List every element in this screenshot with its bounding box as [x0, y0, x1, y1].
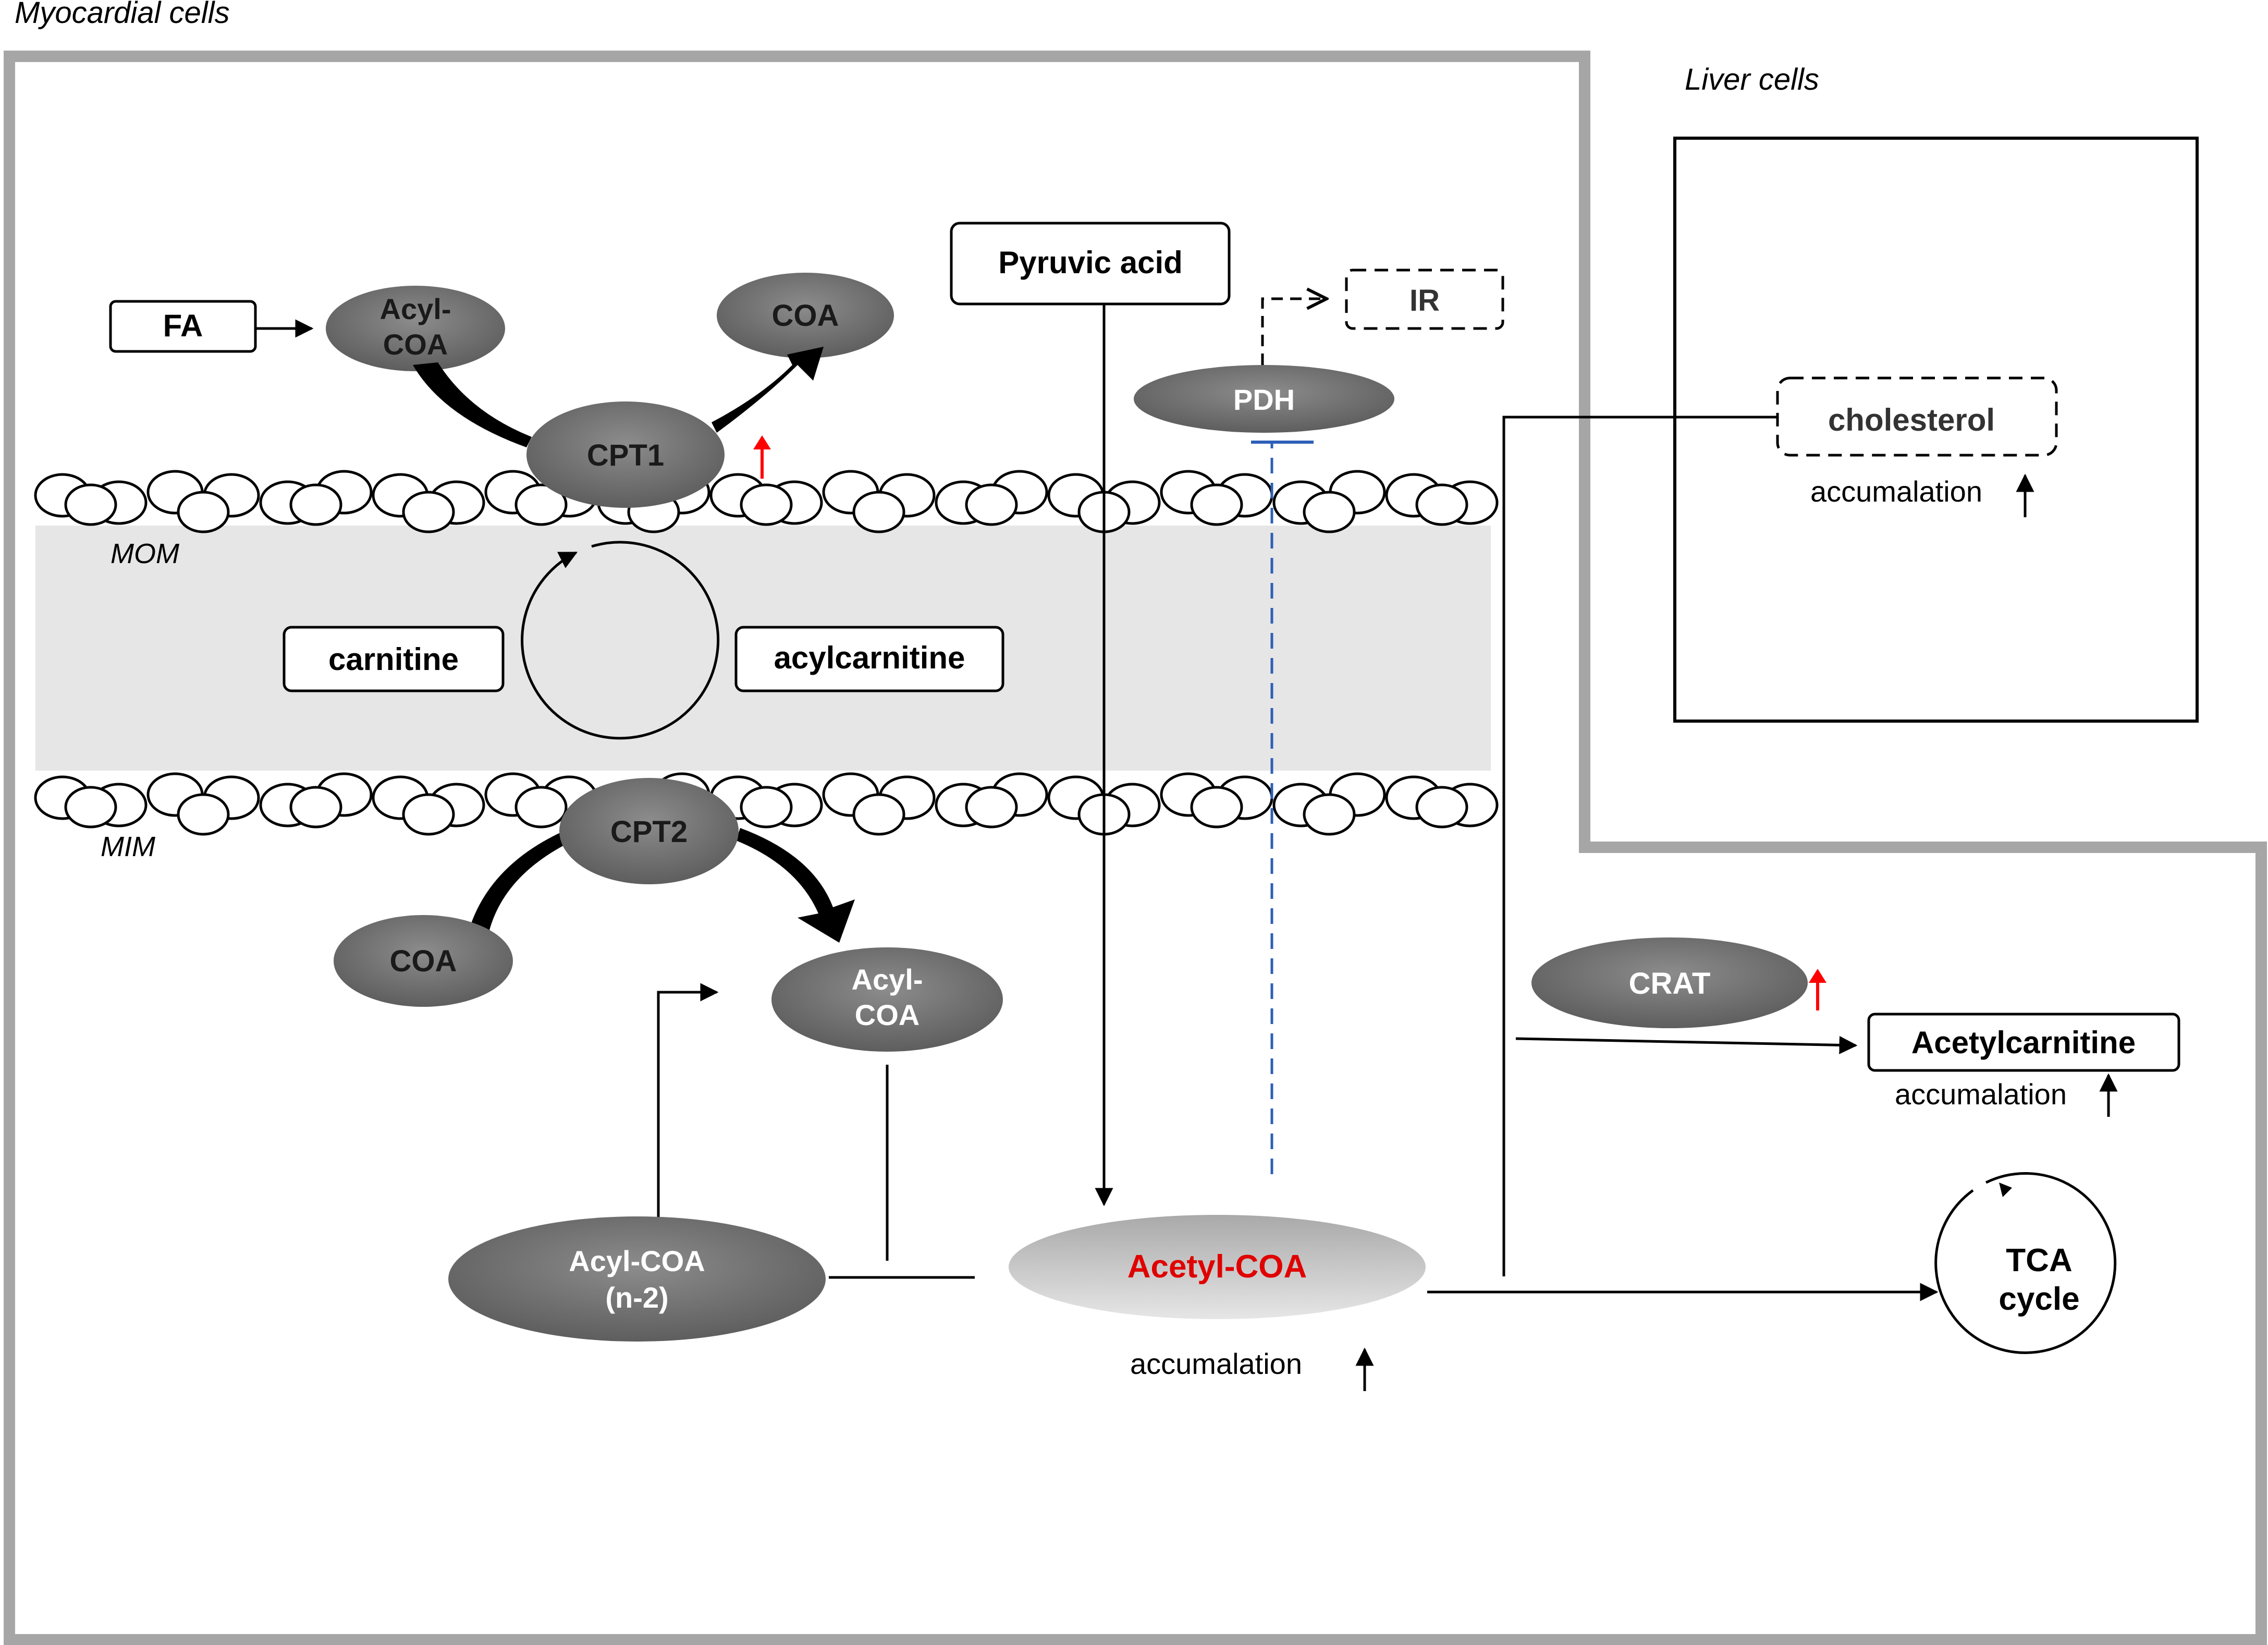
cholesterol-box — [1776, 376, 2058, 457]
cpt2-to-acylcoa-flux — [736, 828, 855, 943]
myocardial-cells-label: Myocardial cells — [15, 0, 230, 30]
coa-top-label: COA — [772, 299, 839, 333]
inner-membrane-lipid — [965, 786, 1018, 828]
acyl-coa-mid-label-2: COA — [855, 998, 920, 1031]
outer-membrane-lipid — [1415, 483, 1468, 526]
acylcarnitine-box — [734, 626, 1004, 692]
acyl-coa-n2-label-1: Acyl-COA — [569, 1245, 705, 1277]
inner-membrane-lipid — [1415, 786, 1468, 828]
inner-membrane-lipid — [740, 786, 793, 828]
acetyl-coa-node — [1009, 1215, 1426, 1319]
pyruvic-acid-box — [950, 222, 1231, 306]
outer-membrane-lipid — [177, 491, 230, 533]
coa-bottom-label: COA — [390, 944, 457, 978]
carnitine-box — [283, 626, 505, 692]
tca-label-1: TCA — [2006, 1242, 2072, 1278]
pdh-node — [1134, 365, 1394, 433]
cpt1-node — [526, 401, 725, 508]
outer-membrane-lipid — [64, 483, 117, 526]
inner-membrane-lipid — [1190, 786, 1243, 828]
cholesterol-label: cholesterol — [1828, 403, 1995, 437]
crat-label: CRAT — [1629, 967, 1711, 1001]
outer-membrane-lipid — [852, 491, 905, 533]
pdh-label: PDH — [1233, 383, 1295, 416]
acetylcarnitine-note: accumalation — [1895, 1078, 2067, 1111]
inner-membrane-lipid — [402, 793, 455, 836]
acetylcarnitine-box — [1867, 1013, 2180, 1072]
acetylcoa-to-cholesterol-line — [1502, 416, 1777, 1276]
inner-membrane — [34, 772, 1499, 836]
cpt1-upregulated-arrow — [753, 435, 771, 479]
acetyl-coa-note: accumalation — [1130, 1347, 1302, 1380]
acyl-coa-top-label-2: COA — [383, 328, 448, 361]
cpt1-to-coa-flux — [712, 347, 824, 433]
inner-membrane-lipid — [514, 786, 568, 828]
acetylcoa-to-acetylcarnitine-arrow — [1515, 1035, 1858, 1054]
acyl-coa-n2-node — [448, 1216, 826, 1342]
acyl-coa-top-label-1: Acyl- — [380, 293, 451, 325]
inner-membrane-lipid — [1303, 793, 1356, 836]
carnitine-cycle-arrow — [521, 541, 720, 740]
acyl-coa-n2-to-acyl-coa-arrow — [657, 983, 719, 1228]
acetylcarnitine-label: Acetylcarnitine — [1911, 1025, 2136, 1060]
inner-membrane-lipid — [289, 786, 342, 828]
outer-membrane-lipid — [514, 483, 568, 526]
outer-membrane-lipid — [1303, 491, 1356, 533]
cpt2-node — [559, 778, 739, 884]
mim-label: MIM — [101, 831, 155, 862]
crat-upregulated-arrow — [1809, 969, 1826, 1010]
pdh-to-ir-dashed-arrow — [1261, 299, 1327, 365]
acyl-coa-top-node — [326, 286, 505, 371]
ir-box — [1345, 269, 1504, 330]
coa-top-node — [717, 273, 894, 358]
liver-cells-label: Liver cells — [1685, 63, 1819, 96]
outer-membrane-lipid — [402, 491, 455, 533]
inner-membrane-lipid — [177, 793, 230, 836]
crat-node — [1531, 937, 1808, 1028]
cpt1-label: CPT1 — [587, 438, 664, 472]
outer-membrane-lipid — [1190, 483, 1243, 526]
inner-membrane-lipid — [852, 793, 905, 836]
acetyl-coa-label: Acetyl-COA — [1127, 1249, 1307, 1285]
ir-label: IR — [1409, 284, 1440, 318]
coa-bottom-node — [334, 915, 513, 1007]
outer-membrane-lipid — [289, 483, 342, 526]
myocardial-cell-boundary — [4, 51, 2267, 1645]
acyl-coa-mid-node — [771, 947, 1003, 1052]
inner-membrane-lipid — [64, 786, 117, 828]
outer-membrane-lipid — [965, 483, 1018, 526]
coa-to-cpt2-flux — [467, 829, 573, 939]
acetylcoa-inhibits-pdh-line — [1251, 441, 1314, 1174]
fa-box — [109, 300, 257, 353]
tca-label-2: cycle — [1999, 1281, 2079, 1317]
cpt2-label: CPT2 — [610, 815, 688, 849]
outer-membrane-lipid — [740, 483, 793, 526]
acyl-coa-n2-label-2: (n-2) — [605, 1281, 668, 1314]
cholesterol-note: accumalation — [1810, 475, 1982, 508]
acylcarnitine-label: acylcarnitine — [774, 640, 965, 675]
tca-cycle-arrow — [1934, 1172, 2117, 1354]
acyl-coa-mid-label-1: Acyl- — [852, 963, 923, 996]
fa-label: FA — [163, 308, 203, 343]
mom-label: MOM — [111, 538, 179, 569]
tca-cycle-arrowhead — [1999, 1183, 2012, 1197]
liver-cell-box — [1673, 137, 2199, 723]
acylcoa-to-cpt1-flux — [413, 362, 532, 447]
carnitine-label: carnitine — [328, 642, 459, 677]
pyruvic-acid-label: Pyruvic acid — [998, 245, 1183, 280]
outer-membrane — [34, 470, 1499, 533]
